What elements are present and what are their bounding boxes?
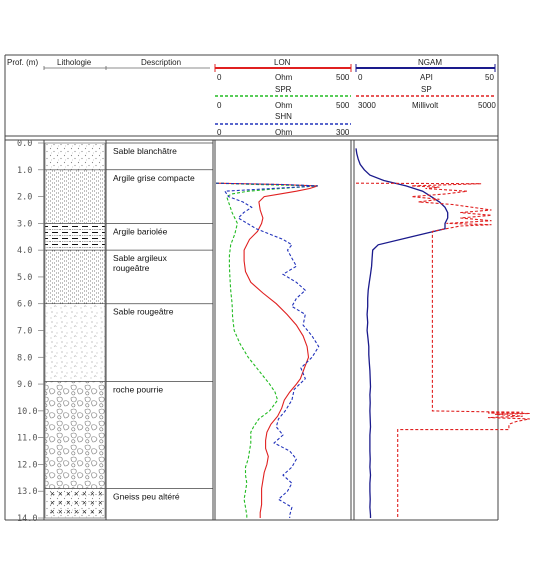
depth-tick-label: 13.0	[17, 487, 37, 497]
ngam-scale-unit: API	[420, 73, 433, 82]
shn-scale-max: 300	[336, 128, 350, 137]
sp-scale-unit: Millivolt	[412, 101, 439, 110]
gneiss-cross: ×	[66, 508, 71, 517]
sp-scale-name: SP	[421, 85, 432, 94]
shn-scale-name: SHN	[275, 112, 292, 121]
lithology-column: ×××××××××××××××××××××	[44, 142, 106, 519]
lithology-layer	[44, 249, 106, 305]
gneiss-cross: ×	[50, 490, 55, 499]
series-shn-line	[215, 182, 320, 518]
gneiss-cross: ×	[74, 490, 79, 499]
spr-scale-name: SPR	[275, 85, 292, 94]
gneiss-cross: ×	[58, 490, 63, 499]
lon-scale-min: 0	[217, 73, 222, 82]
gneiss-cross: ×	[50, 508, 55, 517]
series-spr-line	[215, 182, 318, 518]
depth-tick-label: 2.0	[17, 193, 32, 203]
gneiss-cross: ×	[90, 490, 95, 499]
spr-scale-max: 500	[336, 101, 350, 110]
gneiss-cross: ×	[58, 499, 63, 508]
gneiss-cross: ×	[90, 508, 95, 517]
lithology-layer	[44, 142, 106, 171]
series-ngam-line	[355, 148, 449, 518]
layer-description: Argile grise compacte	[113, 173, 195, 183]
spr-scale-min: 0	[217, 101, 222, 110]
layer-description: Sable blanchâtre	[113, 146, 177, 156]
lon-scale-max: 500	[336, 73, 350, 82]
gneiss-cross: ×	[58, 508, 63, 517]
gneiss-cross: ×	[74, 499, 79, 508]
gneiss-cross: ×	[82, 499, 87, 508]
depth-tick-label: 11.0	[17, 434, 37, 444]
depth-tick-label: 0.0	[17, 139, 32, 149]
log-curves	[215, 148, 530, 518]
lithology-layer	[44, 488, 106, 519]
layer-description: Argile bariolée	[113, 226, 168, 236]
gneiss-cross: ×	[90, 499, 95, 508]
spr-scale-unit: Ohm	[275, 101, 293, 110]
shn-scale-unit: Ohm	[275, 128, 293, 137]
depth-tick-label: 9.0	[17, 380, 32, 390]
depth-tick-label: 3.0	[17, 219, 32, 229]
series-lon-line	[215, 182, 318, 518]
depth-tick-label: 5.0	[17, 273, 32, 283]
lithology-layer	[44, 303, 106, 382]
gneiss-cross: ×	[74, 508, 79, 517]
layer-description: Gneiss peu altéré	[113, 492, 180, 502]
depth-header: Prof. (m)	[7, 58, 38, 67]
depth-tick-label: 10.0	[17, 407, 37, 417]
lon-scale-unit: Ohm	[275, 73, 293, 82]
gneiss-cross: ×	[50, 499, 55, 508]
lithology-layer	[44, 381, 106, 489]
sp-scale-min: 3000	[358, 101, 376, 110]
depth-tick-label: 7.0	[17, 327, 32, 337]
lithology-header: Lithologie	[57, 58, 92, 67]
series-sp-line	[355, 182, 530, 518]
shn-scale-min: 0	[217, 128, 222, 137]
gneiss-cross: ×	[98, 508, 103, 517]
depth-axis: 0.0 1.0 2.0 3.0 4.0 5.0 6.0 7.0 8.0 9.0 10.0 11.0 12…	[17, 139, 44, 524]
sp-scale-max: 5000	[478, 101, 496, 110]
ngam-scale-min: 0	[358, 73, 363, 82]
lithology-layer	[44, 169, 106, 224]
layer-description: Sable rougeâtre	[113, 307, 174, 317]
depth-tick-label: 6.0	[17, 300, 32, 310]
description-header: Description	[141, 58, 181, 67]
depth-tick-label: 14.0	[17, 514, 37, 524]
layer-description: roche pourrie	[113, 384, 163, 394]
gneiss-cross: ×	[82, 490, 87, 499]
gneiss-cross: ×	[66, 499, 71, 508]
ngam-scale-max: 50	[485, 73, 494, 82]
depth-tick-label: 12.0	[17, 460, 37, 470]
depth-tick-label: 4.0	[17, 246, 32, 256]
track2-title: NGAM	[418, 58, 442, 67]
depth-tick-label: 8.0	[17, 353, 32, 363]
gneiss-cross: ×	[82, 508, 87, 517]
lithology-layer	[44, 223, 106, 251]
gneiss-cross: ×	[98, 499, 103, 508]
gneiss-cross: ×	[66, 490, 71, 499]
depth-tick-label: 1.0	[17, 166, 32, 176]
gneiss-cross: ×	[98, 490, 103, 499]
track1-title: LON	[274, 58, 291, 67]
